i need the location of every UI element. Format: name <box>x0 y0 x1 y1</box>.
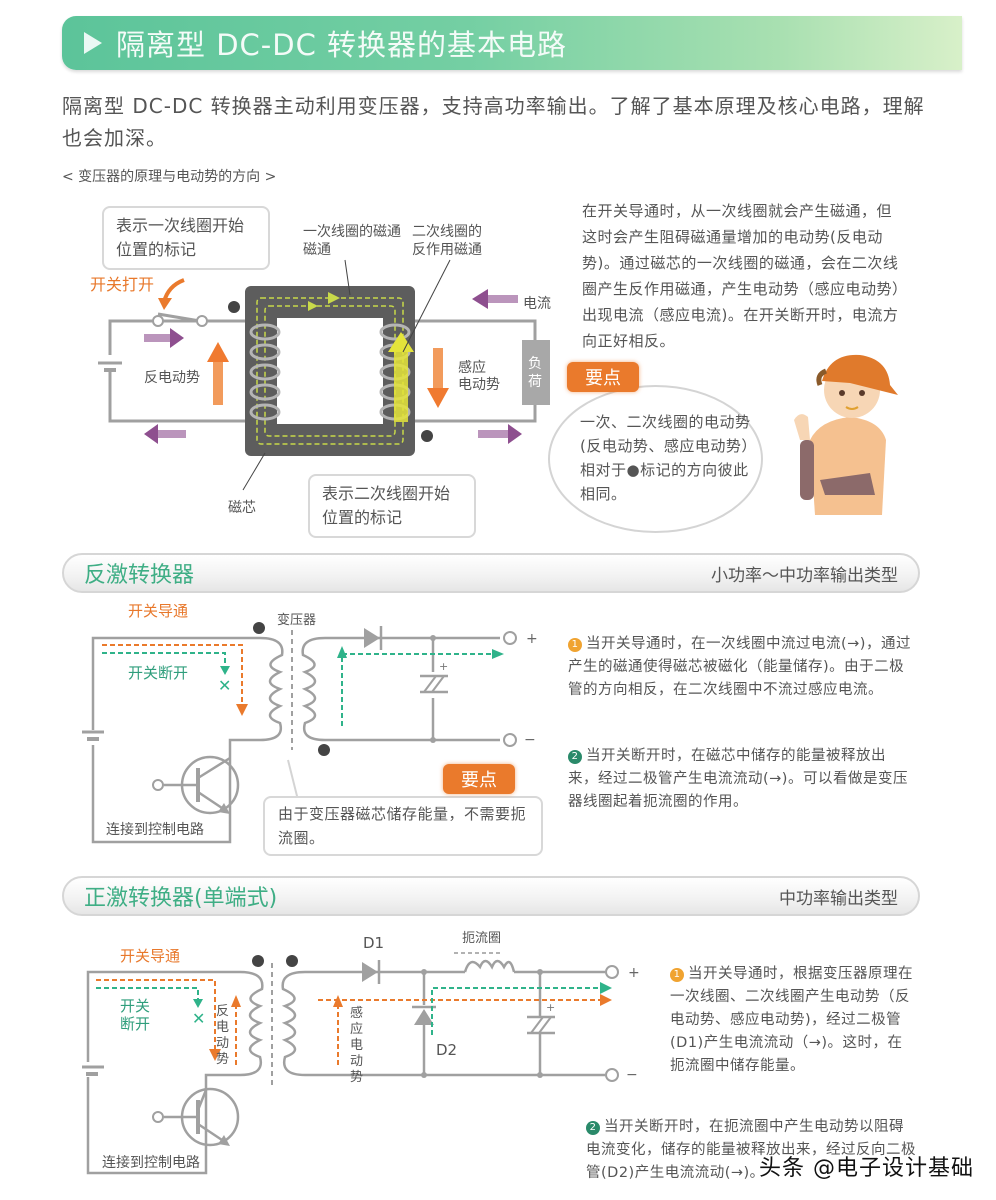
secondary-start-dot <box>421 430 433 442</box>
intro-paragraph: 隔离型 DC-DC 转换器主动利用变压器，支持高功率输出。了解了基本原理及核心电… <box>62 94 925 150</box>
svg-text:感: 感 <box>350 1005 363 1021</box>
svg-text:扼流圈: 扼流圈 <box>462 931 501 946</box>
svg-text:✕: ✕ <box>192 1009 205 1028</box>
flyback-tag: 小功率～中功率输出类型 <box>711 565 898 586</box>
svg-text:动: 动 <box>216 1036 229 1051</box>
forward-diagram: + + − ✕ 开关导通 开关 断开 反电动势 感应电动势 D1 D2 扼流圈 … <box>82 931 640 1175</box>
svg-text:断开: 断开 <box>120 1015 150 1033</box>
svg-text:开关断开: 开关断开 <box>128 664 188 682</box>
svg-text:开关打开: 开关打开 <box>90 275 154 294</box>
callout-secondary-mark: 表示二次线圈开始位置的标记 <box>308 474 476 538</box>
flyback-keypoint-box <box>263 796 543 856</box>
forward-section-header: 正激转换器(单端式) 中功率输出类型 <box>62 876 920 916</box>
svg-text:动: 动 <box>350 1054 363 1069</box>
svg-text:✕: ✕ <box>218 676 231 695</box>
svg-text:反电动势: 反电动势 <box>144 370 200 386</box>
svg-text:连接到控制电路: 连接到控制电路 <box>102 1154 200 1171</box>
page-title: 隔离型 DC-DC 转换器的基本电路 <box>116 28 568 62</box>
diode-icon <box>364 628 380 648</box>
svg-text:电: 电 <box>216 1020 229 1035</box>
svg-text:+: + <box>439 660 448 673</box>
svg-text:连接到控制电路: 连接到控制电路 <box>106 821 204 838</box>
svg-text:磁通: 磁通 <box>303 242 331 258</box>
callout-primary-mark: 表示一次线圈开始位置的标记 <box>102 206 270 270</box>
primary-start-dot <box>228 301 240 313</box>
svg-text:电动势: 电动势 <box>458 377 500 393</box>
svg-text:开关导通: 开关导通 <box>120 947 180 965</box>
transformer-description: 在开关导通时，从一次线圈就会产生磁通，但这时会产生阻碍磁通量增加的电动势(反电动… <box>582 202 901 350</box>
forward-tag: 中功率输出类型 <box>779 888 898 909</box>
bullet-1-icon: 1 <box>568 638 582 652</box>
flyback-diagram: + + − ✕ 开关导通 开关断开 变压器 连接到控制电路 <box>82 602 538 844</box>
svg-text:反作用磁通: 反作用磁通 <box>412 242 482 258</box>
flyback-section-header: 反激转换器 小功率～中功率输出类型 <box>62 553 920 593</box>
svg-text:势: 势 <box>216 1051 229 1067</box>
play-triangle-icon <box>84 32 102 54</box>
bullet-2-icon: 2 <box>586 1121 600 1135</box>
svg-text:+: + <box>628 965 640 981</box>
diode-d1-icon <box>362 962 378 982</box>
bullet-1-icon: 1 <box>670 968 684 982</box>
svg-text:+: + <box>526 631 538 647</box>
keypoint-tag: 要点 <box>567 362 639 392</box>
switch-icon <box>157 312 201 323</box>
svg-text:荷: 荷 <box>528 374 542 390</box>
forward-title: 正激转换器(单端式) <box>84 886 278 911</box>
flyback-title: 反激转换器 <box>84 563 195 588</box>
svg-text:应: 应 <box>350 1021 363 1037</box>
watermark: 头条 @电子设计基础 <box>759 1156 974 1181</box>
diode-d2-icon <box>414 1009 434 1025</box>
svg-text:+: + <box>546 1001 555 1014</box>
svg-text:D1: D1 <box>363 934 384 952</box>
svg-text:−: − <box>524 732 536 748</box>
svg-text:一次线圈的磁通: 一次线圈的磁通 <box>303 224 401 240</box>
svg-text:二次线圈的: 二次线圈的 <box>412 224 482 240</box>
svg-text:负: 负 <box>528 356 542 372</box>
bullet-2-icon: 2 <box>568 750 582 764</box>
main-title-banner: 隔离型 DC-DC 转换器的基本电路 <box>62 16 962 70</box>
svg-text:开关导通: 开关导通 <box>128 602 188 620</box>
load-box <box>522 340 550 405</box>
svg-text:变压器: 变压器 <box>277 612 316 628</box>
svg-text:电: 电 <box>350 1038 363 1053</box>
svg-text:磁芯: 磁芯 <box>228 500 256 516</box>
induced-emf-arrow-icon <box>427 388 449 408</box>
flyback-keypoint-text: 由于变压器磁芯储存能量，不需要扼流圈。 <box>278 805 527 847</box>
svg-text:电流: 电流 <box>523 296 551 312</box>
svg-text:−: − <box>626 1067 638 1083</box>
flyback-keypoint-tag: 要点 <box>443 764 515 794</box>
svg-text:感应: 感应 <box>458 359 486 376</box>
back-emf-arrow-icon <box>207 342 229 362</box>
svg-text:开关: 开关 <box>120 997 150 1015</box>
character-illustration <box>794 354 898 515</box>
svg-text:势: 势 <box>350 1069 363 1085</box>
keypoint-text: 一次、二次线圈的电动势(反电动势、感应电动势）相对于●标记的方向彼此相同。 <box>580 413 757 503</box>
svg-text:D2: D2 <box>436 1041 457 1059</box>
transformer-subheading: < 变压器的原理与电动势的方向 > <box>62 169 277 185</box>
svg-text:反: 反 <box>216 1004 229 1019</box>
keypoint-bubble <box>548 385 763 533</box>
transformer-diagram: 一次线圈的磁通 磁通 二次线圈的 反作用磁通 开关打开 电流 反电动势 感应 电… <box>90 224 551 516</box>
